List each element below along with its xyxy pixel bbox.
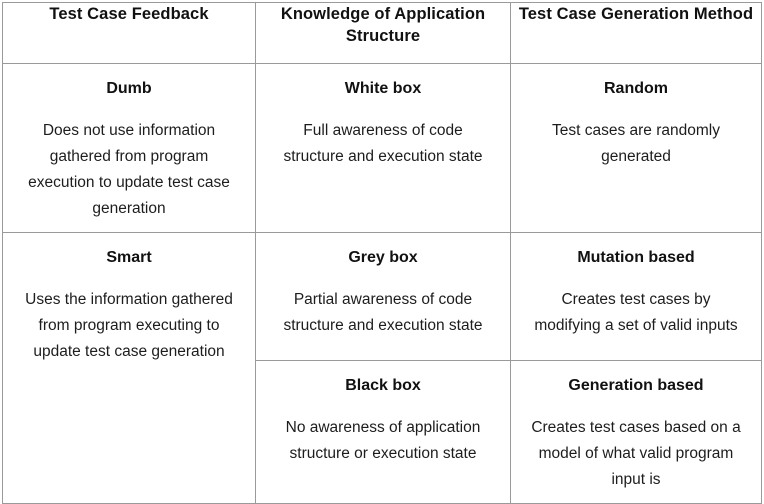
cell-content: Mutation based Creates test cases by mod… [511,233,761,349]
column-header-label: Test Case Generation Method [518,5,754,23]
cell-content: White box Full awareness of code structu… [256,64,510,180]
cell-description: Uses the information gathered from progr… [25,291,233,360]
table-row: Smart Uses the information gathered from… [2,232,762,504]
cell-description: No awareness of application structure or… [285,419,481,462]
cell-title: Grey box [348,249,418,266]
cell-description: Creates test cases based on a model of w… [531,419,741,488]
cell-title: Mutation based [577,249,695,266]
table-header: Test Case Feedback Knowledge of Applicat… [2,2,762,64]
cell-content: Grey box Partial awareness of code struc… [256,233,510,349]
cell-content: Random Test cases are randomly generated [511,64,761,180]
cell-content: Dumb Does not use information gathered f… [3,64,255,232]
cell-description: Full awareness of code structure and exe… [283,122,483,165]
cell-test-case-feedback-dumb: Dumb Does not use information gathered f… [2,63,256,233]
cell-generation-mutation-based: Mutation based Creates test cases by mod… [510,232,762,361]
column-header-test-case-feedback: Test Case Feedback [2,2,256,64]
cell-title: Black box [345,377,421,394]
cell-content: Generation based Creates test cases base… [511,361,761,503]
column-header-knowledge-of-application-structure: Knowledge of Application Structure [255,2,511,64]
cell-description: Partial awareness of code structure and … [283,291,483,334]
cell-generation-generation-based: Generation based Creates test cases base… [510,360,762,504]
cell-generation-random: Random Test cases are randomly generated [510,63,762,233]
cell-content: Smart Uses the information gathered from… [3,233,255,375]
cell-description: Test cases are randomly generated [552,122,720,165]
table-body: Dumb Does not use information gathered f… [2,63,762,504]
cell-description: Does not use information gathered from p… [28,122,230,217]
table-row: Dumb Does not use information gathered f… [2,63,762,233]
column-header-label: Knowledge of Application Structure [280,5,486,45]
column-header-label: Test Case Feedback [49,5,209,23]
cell-content: Black box No awareness of application st… [256,361,510,477]
cell-knowledge-grey-box: Grey box Partial awareness of code struc… [255,232,511,361]
cell-knowledge-black-box: Black box No awareness of application st… [255,360,511,504]
cell-description: Creates test cases by modifying a set of… [534,291,738,334]
column-header-test-case-generation-method: Test Case Generation Method [510,2,762,64]
cell-title: White box [344,80,422,97]
cell-test-case-feedback-smart: Smart Uses the information gathered from… [2,232,256,504]
cell-title: Random [604,80,668,97]
cell-title: Dumb [106,80,152,97]
cell-title: Smart [106,249,152,266]
cell-knowledge-white-box: White box Full awareness of code structu… [255,63,511,233]
table-header-row: Test Case Feedback Knowledge of Applicat… [2,2,762,64]
table-row: Black box No awareness of application st… [3,360,762,504]
cell-title: Generation based [568,377,704,394]
